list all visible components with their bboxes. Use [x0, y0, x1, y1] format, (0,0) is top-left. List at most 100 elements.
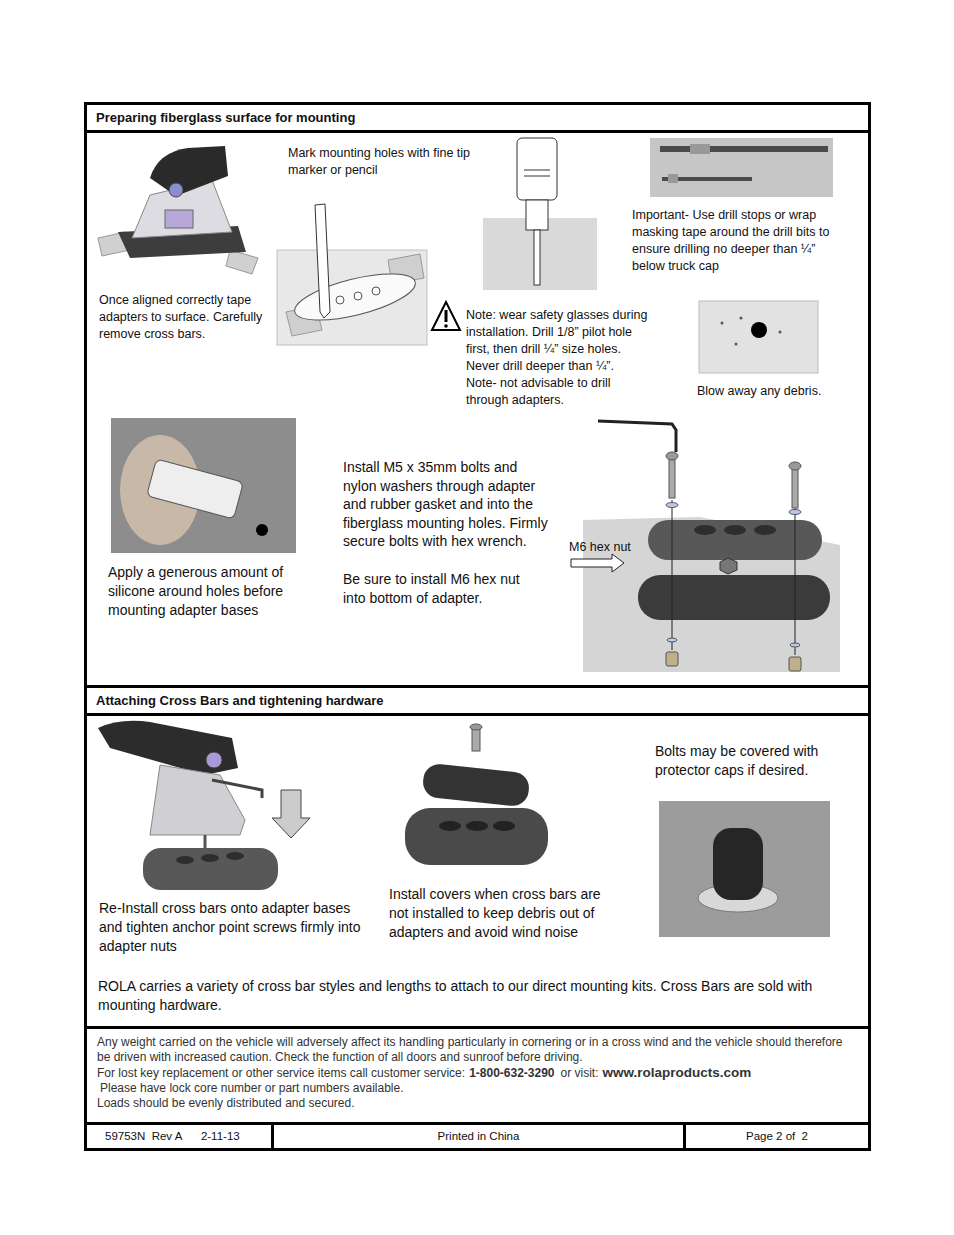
hole	[372, 287, 380, 295]
instruction-text: Blow away any debris.	[697, 383, 837, 400]
washer	[666, 503, 678, 508]
bolt	[472, 727, 480, 751]
instruction-text: Once aligned correctly tape adapters to …	[99, 292, 279, 343]
instruction-text: Install covers when cross bars are not i…	[389, 885, 601, 942]
instruction-text: Re-Install cross bars onto adapter bases…	[99, 899, 361, 956]
down-arrow	[272, 790, 310, 838]
hole	[256, 524, 268, 536]
footer-cell: Page 2 of 2	[683, 1122, 871, 1151]
notice-text: Any weight carried on the vehicle will a…	[97, 1035, 858, 1065]
tape-stop	[668, 174, 678, 183]
silicone-tube	[147, 459, 244, 519]
debris	[779, 331, 782, 334]
photo	[111, 418, 296, 553]
tower-foot	[150, 765, 245, 835]
hole	[493, 821, 515, 831]
photo	[699, 301, 818, 373]
footer-text: 59753N Rev A 2-11-13	[105, 1125, 271, 1147]
footer-text: Page 2 of 2	[686, 1125, 868, 1147]
footer-text: Printed in China	[274, 1125, 683, 1147]
tower-taped	[98, 146, 258, 274]
hex-wrench	[598, 421, 676, 452]
instruction-text: Apply a generous amount of silicone arou…	[108, 563, 300, 620]
warning-dot	[444, 324, 448, 328]
notice-text: 1-800-632-3290	[469, 1066, 554, 1080]
washer	[789, 510, 801, 515]
debris	[740, 317, 743, 320]
bolt-head	[789, 462, 801, 470]
bolt	[669, 458, 675, 498]
debris-photo	[699, 301, 818, 373]
hole	[439, 821, 461, 831]
notice-text: Loads should be evenly distributed and s…	[97, 1096, 858, 1111]
callout-label: M6 hex nut	[569, 539, 649, 555]
assembly-line	[795, 505, 796, 655]
section-panel: Attaching Cross Bars and tightening hard…	[84, 685, 871, 1029]
drilled-hole	[751, 322, 767, 338]
footer-cell: Printed in China	[271, 1122, 686, 1151]
bolt	[792, 468, 798, 508]
insert-nut	[789, 657, 801, 671]
adapter-cover	[422, 763, 531, 808]
warning-symbol	[432, 302, 460, 330]
cross-bar	[150, 146, 228, 196]
marker-pen	[315, 204, 330, 318]
drill-chuck	[526, 200, 548, 230]
tape-stop	[690, 144, 710, 154]
footer-cell: 59753N Rev A 2-11-13	[84, 1122, 274, 1151]
debris	[721, 322, 724, 325]
hole	[354, 292, 362, 300]
debris	[735, 343, 738, 346]
insert-nut	[666, 652, 678, 666]
drill-bit	[534, 230, 540, 285]
hex-nut	[720, 558, 737, 574]
instruction-text: Mark mounting holes with fine tip marker…	[288, 145, 473, 179]
surface	[277, 250, 427, 345]
notice-text: Please have lock core number or part num…	[100, 1081, 858, 1096]
bolt-head	[666, 452, 678, 460]
notice-text: www.rolaproducts.com	[603, 1065, 752, 1080]
instruction-text: ROLA carries a variety of cross bar styl…	[98, 977, 860, 1015]
tower-foot	[132, 180, 232, 238]
drill-bit	[660, 146, 828, 152]
drill-body	[517, 138, 557, 200]
drill-detail	[524, 176, 550, 177]
hole	[694, 525, 716, 535]
cover-illustration	[405, 724, 548, 865]
hole	[754, 525, 776, 535]
adapter-base	[143, 848, 278, 890]
washer	[667, 638, 677, 642]
marking-illustration	[277, 204, 427, 345]
instruction-text: Be sure to install M6 hex nut into botto…	[343, 570, 543, 608]
section-heading: Preparing fiberglass surface for mountin…	[87, 105, 868, 133]
protector-cap	[713, 828, 763, 900]
instruction-text: Note: wear safety glasses during install…	[466, 307, 648, 409]
silicone-photo	[111, 418, 296, 553]
instruction-text: Important- Use drill stops or wrap maski…	[632, 207, 847, 275]
hole	[466, 821, 488, 831]
assembly-line	[672, 500, 673, 650]
lock-core	[206, 752, 222, 768]
tower-with-key	[98, 721, 310, 890]
hole	[336, 296, 344, 304]
warning-triangle	[432, 302, 460, 330]
instruction-text: Bolts may be covered with protector caps…	[655, 742, 845, 780]
hex-key	[212, 780, 262, 798]
section-heading: Attaching Cross Bars and tightening hard…	[87, 688, 868, 716]
tower-window	[165, 210, 193, 228]
drill-detail	[524, 170, 550, 171]
adapter-base	[405, 808, 548, 865]
notice-box: Any weight carried on the vehicle will a…	[84, 1026, 871, 1125]
warning-mark	[445, 310, 448, 322]
drill-illustration	[483, 138, 597, 290]
washer	[790, 643, 800, 647]
lock-core	[169, 183, 183, 197]
hole	[201, 854, 219, 862]
rubber-gasket	[638, 575, 830, 620]
hole	[724, 525, 746, 535]
instruction-text: Install M5 x 35mm bolts and nylon washer…	[343, 458, 549, 551]
adapter-template	[290, 265, 419, 330]
notice-text: For lost key replacement or other servic…	[97, 1066, 465, 1080]
pointer-arrow	[571, 554, 624, 572]
